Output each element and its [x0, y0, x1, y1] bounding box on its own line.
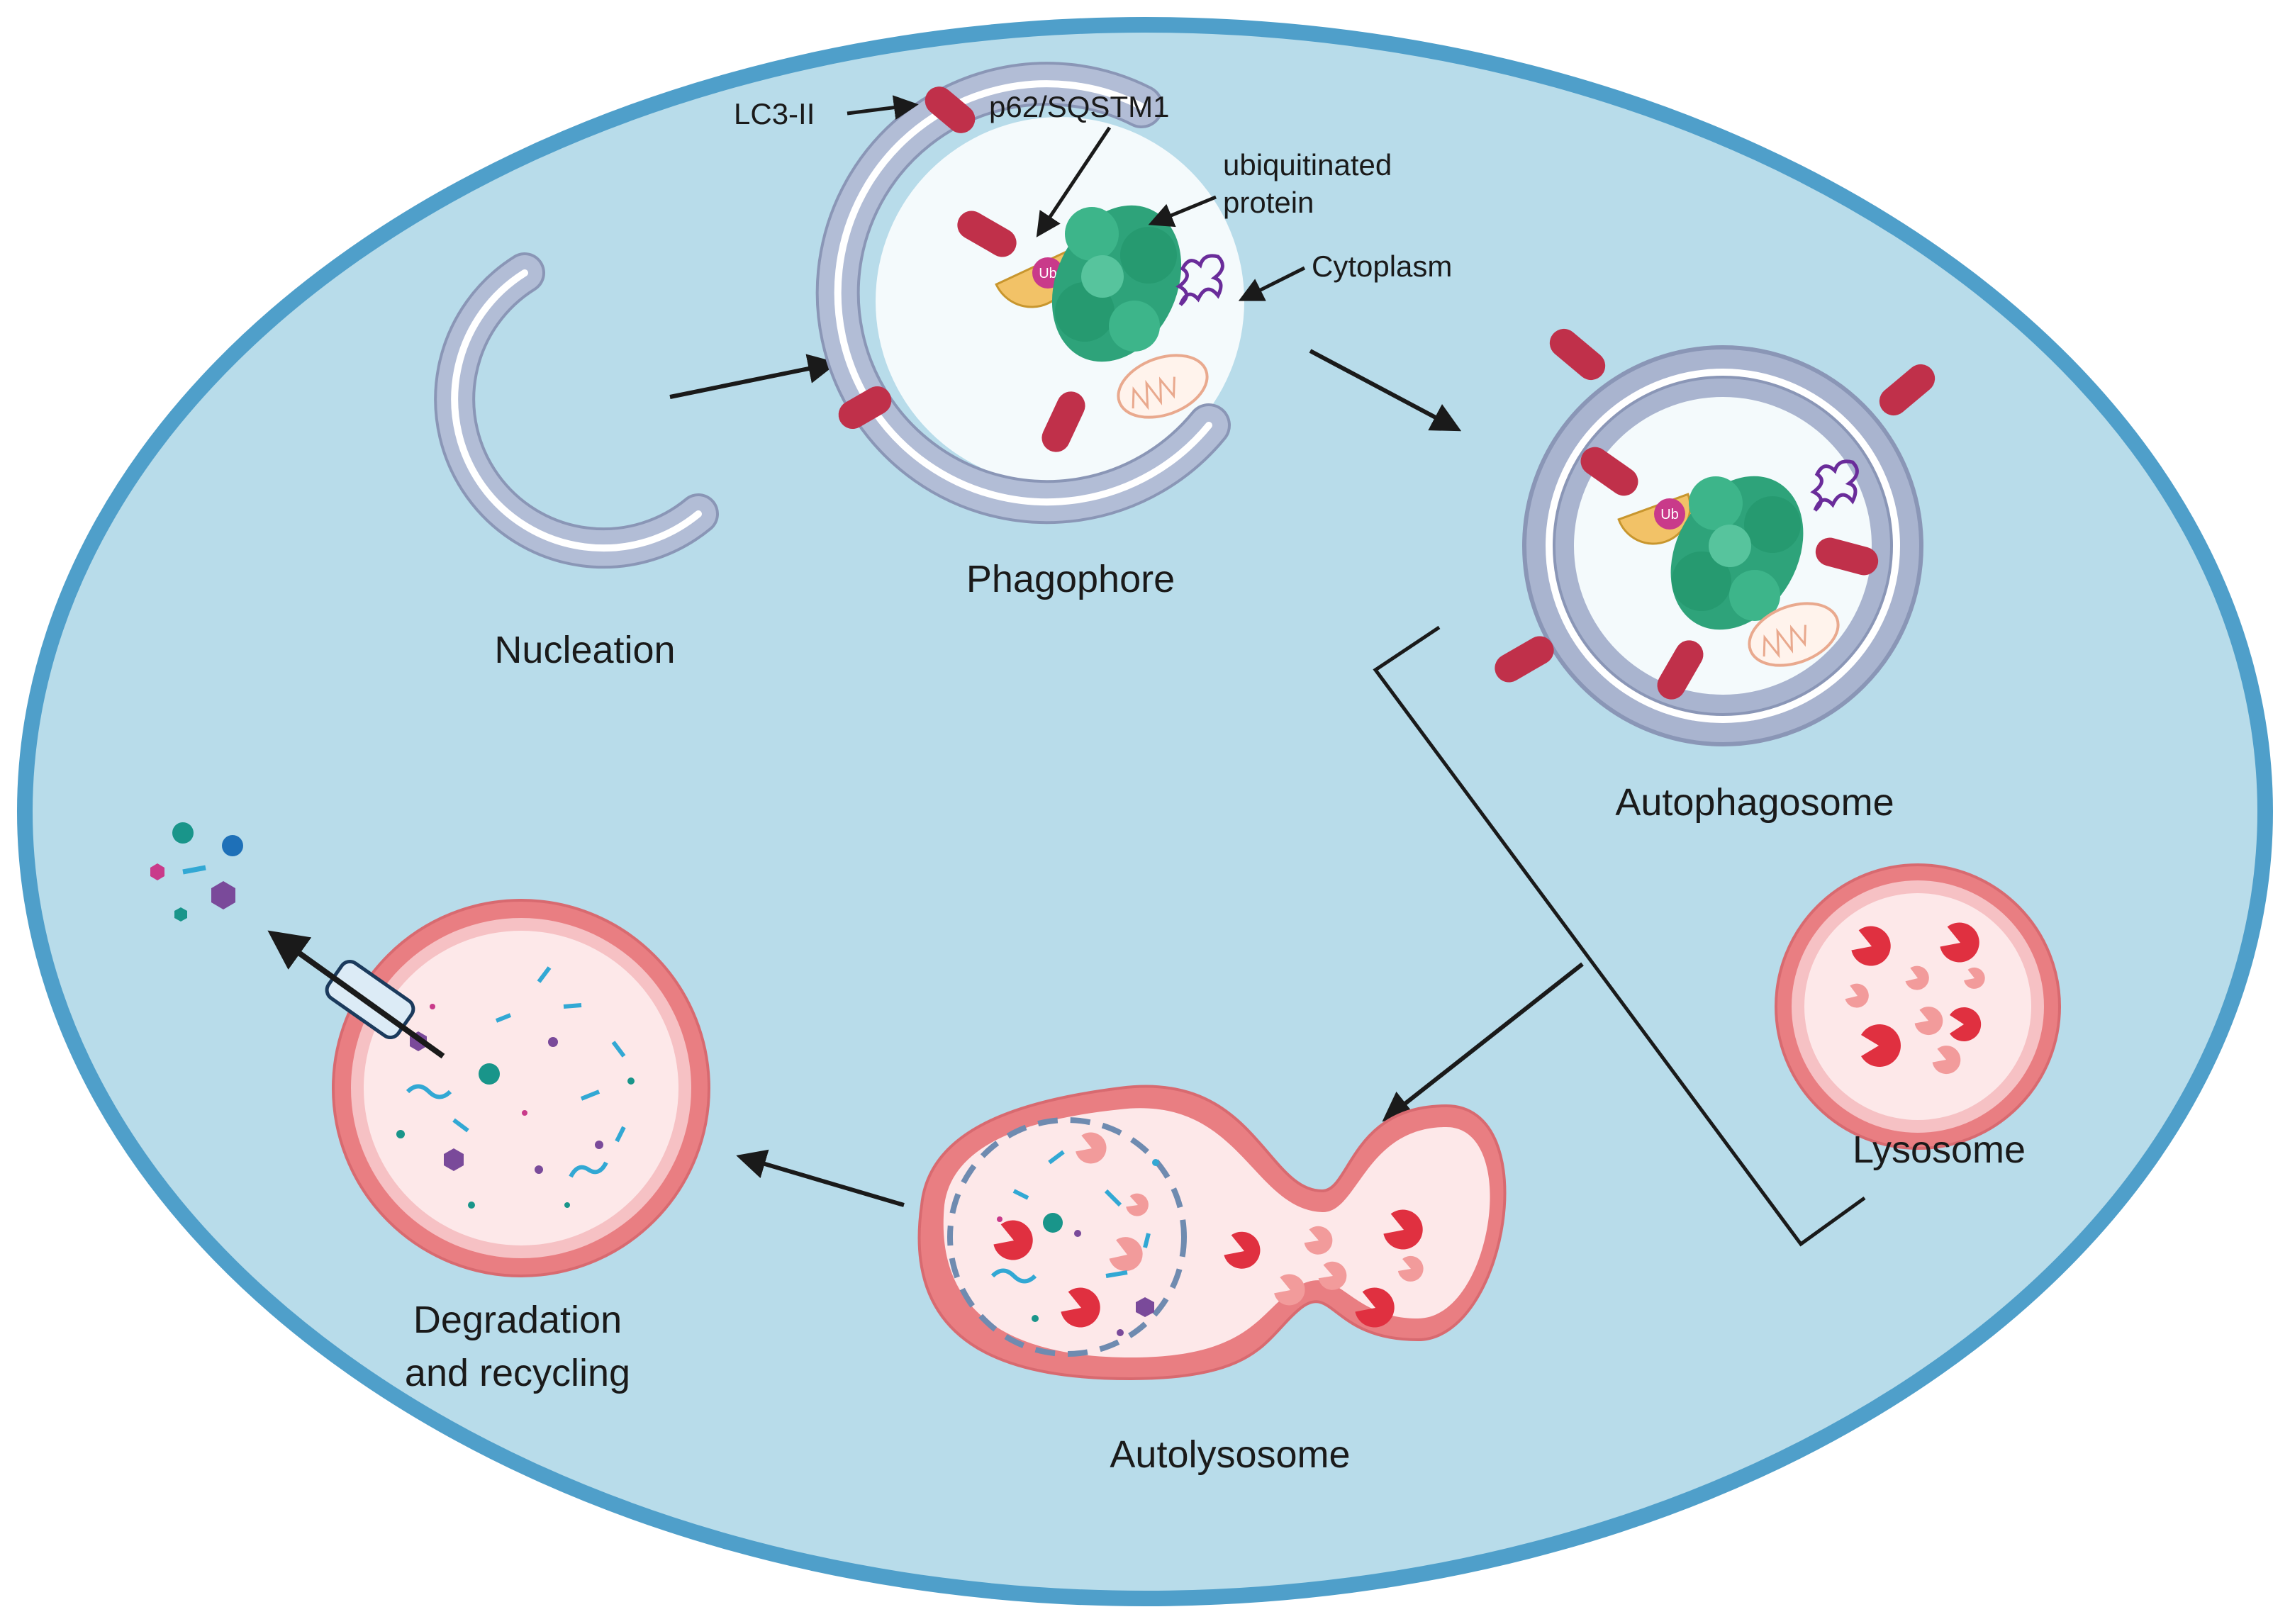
- cytoplasm-label: Cytoplasm: [1312, 250, 1452, 283]
- lysosome-label: Lysosome: [1853, 1129, 2026, 1171]
- ubiquitin-tag-icon: [1654, 498, 1685, 530]
- ubiquitinated-protein-label-line2: protein: [1223, 186, 1314, 219]
- autolysosome-label: Autolysosome: [1110, 1433, 1350, 1476]
- arrow-recycling-export: [267, 930, 445, 1059]
- lysosome-vesicle: [1775, 863, 2061, 1150]
- lc3-receptor-icon: [1580, 447, 1638, 496]
- phagophore-label: Phagophore: [966, 558, 1175, 600]
- ubiquitinated-protein-label-line1: ubiquitinated: [1223, 148, 1392, 181]
- rna-coil-icon: [1810, 459, 1859, 512]
- ubiquitin-tag-label: Ub: [1660, 507, 1679, 522]
- lc3-receptor-icon: [1879, 364, 1936, 416]
- autophagosome-label: Autophagosome: [1615, 781, 1894, 824]
- mitochondrion-icon: [1748, 602, 1840, 667]
- pacman-enzyme-icon: [1845, 922, 1985, 1075]
- lc3-receptor-icon: [1495, 636, 1554, 683]
- arrow-phagophore-to-autophagosome: [1309, 349, 1462, 432]
- protein-aggregate-icon: [1051, 205, 1182, 362]
- lc3-receptor-icon: [925, 86, 976, 133]
- protein-aggregate-icon: [1670, 476, 1804, 630]
- cytoplasm-pointer-arrow: [1238, 266, 1306, 301]
- rna-coil-icon: [1175, 254, 1224, 306]
- nucleation-membrane-icon: [434, 252, 719, 569]
- recycling-vesicle: [332, 899, 710, 1277]
- degradation-fragments: [990, 1150, 1159, 1336]
- lc3-label: LC3-II: [734, 97, 815, 130]
- ubiquitinated-protein-pointer-arrow: [1148, 195, 1217, 228]
- lc3-receptor-icon: [1549, 328, 1606, 381]
- lc3-pointer-arrow: [847, 95, 919, 121]
- lc3-receptor-icon: [1815, 537, 1879, 576]
- lc3-receptor-icon: [1041, 391, 1085, 452]
- degradation-label-line1: Degradation: [413, 1299, 622, 1341]
- arrow-nucleation-to-phagophore: [669, 354, 838, 399]
- lc3-receptor-icon: [957, 211, 1017, 257]
- degradation-label-line2: and recycling: [405, 1352, 630, 1394]
- p62-pointer-arrow: [1036, 126, 1112, 237]
- mitochondrion-icon: [1117, 354, 1209, 419]
- pacman-enzyme-icon: [993, 1132, 1424, 1328]
- p62-label: p62/SQSTM1: [989, 90, 1169, 123]
- lc3-receptor-icon: [1657, 640, 1704, 700]
- nucleation-label: Nucleation: [494, 629, 675, 671]
- lc3-receptor-icon: [838, 386, 892, 429]
- arrow-fusion-to-autolysosome: [1382, 962, 1584, 1122]
- arrow-autolysosome-to-degradation: [736, 1149, 905, 1207]
- ubiquitin-tag-label: Ub: [1039, 266, 1057, 281]
- fusion-bracket: [1373, 625, 1866, 1247]
- phagophore-membrane-icon: [815, 62, 1231, 525]
- recycled-molecules: [150, 822, 243, 922]
